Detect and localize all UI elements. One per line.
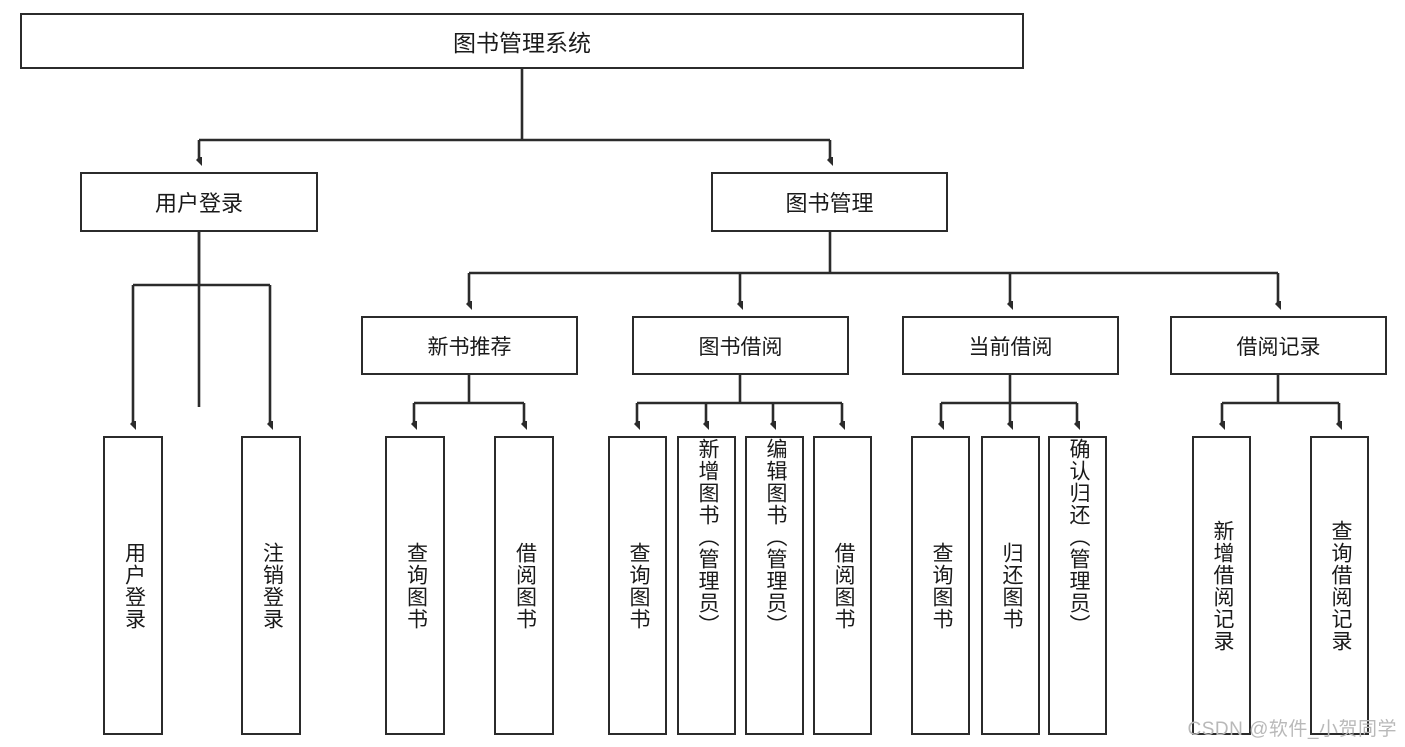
node-new-book-recommend-label: 新书推荐 [427,335,512,359]
node-borrow-records[interactable]: 借阅记录 [1170,316,1387,375]
node-user-login-label: 用户登录 [154,191,243,216]
leaf-query-book-recommend-inner: 查询图书 [387,438,443,733]
leaf-add-book-admin-label: 新增图书（管理员） [695,438,719,636]
leaf-query-book-recommend-label: 查询图书 [404,541,428,630]
leaf-borrow-book-recommend[interactable]: 借阅图书 [494,436,554,735]
edge-current-borrow-to-leaves [941,375,1077,424]
node-user-login[interactable]: 用户登录 [80,172,318,232]
edge-book-borrow-to-leaves [637,375,842,424]
leaf-confirm-return-admin-inner: 确认归还（管理员） [1050,438,1105,733]
leaf-query-book-current-inner: 查询图书 [913,438,968,733]
edge-user-login-to-leaves [133,232,270,424]
leaf-query-book-current[interactable]: 查询图书 [911,436,970,735]
watermark-text: CSDN @软件_小贺同学 [1187,719,1397,740]
leaf-borrow-book-recommend-inner: 借阅图书 [496,438,552,733]
leaf-logout-inner: 注销登录 [243,438,299,733]
leaf-query-borrow-record-label: 查询借阅记录 [1328,519,1352,652]
edge-borrow-records-to-leaves [1222,375,1339,424]
leaf-query-book-borrow-label: 查询图书 [626,541,650,630]
node-current-borrow-label: 当前借阅 [968,335,1053,359]
leaf-user-login-inner: 用户登录 [105,438,161,733]
leaf-return-book-inner: 归还图书 [983,438,1038,733]
node-root-book-management-system[interactable]: 图书管理系统 [20,13,1024,69]
leaf-confirm-return-admin[interactable]: 确认归还（管理员） [1048,436,1107,735]
leaf-query-book-recommend[interactable]: 查询图书 [385,436,445,735]
leaf-query-borrow-record-inner: 查询借阅记录 [1312,438,1367,733]
node-root-label: 图书管理系统 [453,30,591,56]
node-new-book-recommend[interactable]: 新书推荐 [361,316,578,375]
leaf-confirm-return-admin-label: 确认归还（管理员） [1066,438,1090,636]
leaf-logout[interactable]: 注销登录 [241,436,301,735]
node-book-management-label: 图书管理 [785,191,874,216]
leaf-borrow-book-inner: 借阅图书 [815,438,870,733]
leaf-add-borrow-record[interactable]: 新增借阅记录 [1192,436,1251,735]
node-borrow-records-label: 借阅记录 [1236,335,1321,359]
edge-book-manage-to-level2 [469,232,1278,304]
leaf-return-book[interactable]: 归还图书 [981,436,1040,735]
node-book-management[interactable]: 图书管理 [711,172,948,232]
node-book-borrow[interactable]: 图书借阅 [632,316,849,375]
leaf-borrow-book[interactable]: 借阅图书 [813,436,872,735]
node-current-borrow[interactable]: 当前借阅 [902,316,1119,375]
leaf-return-book-label: 归还图书 [999,541,1023,630]
leaf-logout-label: 注销登录 [260,541,284,630]
node-book-borrow-label: 图书借阅 [698,335,783,359]
leaf-query-book-borrow-inner: 查询图书 [610,438,665,733]
leaf-edit-book-admin[interactable]: 编辑图书（管理员） [745,436,804,735]
leaf-user-login-label: 用户登录 [122,541,146,630]
leaf-add-book-admin-inner: 新增图书（管理员） [679,438,734,733]
leaf-edit-book-admin-label: 编辑图书（管理员） [763,438,787,636]
leaf-borrow-book-label: 借阅图书 [831,541,855,630]
leaf-borrow-book-recommend-label: 借阅图书 [513,541,537,630]
edge-root-to-level1 [199,69,830,160]
leaf-add-borrow-record-label: 新增借阅记录 [1210,519,1234,652]
leaf-add-borrow-record-inner: 新增借阅记录 [1194,438,1249,733]
leaf-query-borrow-record[interactable]: 查询借阅记录 [1310,436,1369,735]
leaf-edit-book-admin-inner: 编辑图书（管理员） [747,438,802,733]
leaf-query-book-current-label: 查询图书 [929,541,953,630]
leaf-user-login[interactable]: 用户登录 [103,436,163,735]
leaf-query-book-borrow[interactable]: 查询图书 [608,436,667,735]
edge-new-book-to-leaves [414,375,524,424]
leaf-add-book-admin[interactable]: 新增图书（管理员） [677,436,736,735]
